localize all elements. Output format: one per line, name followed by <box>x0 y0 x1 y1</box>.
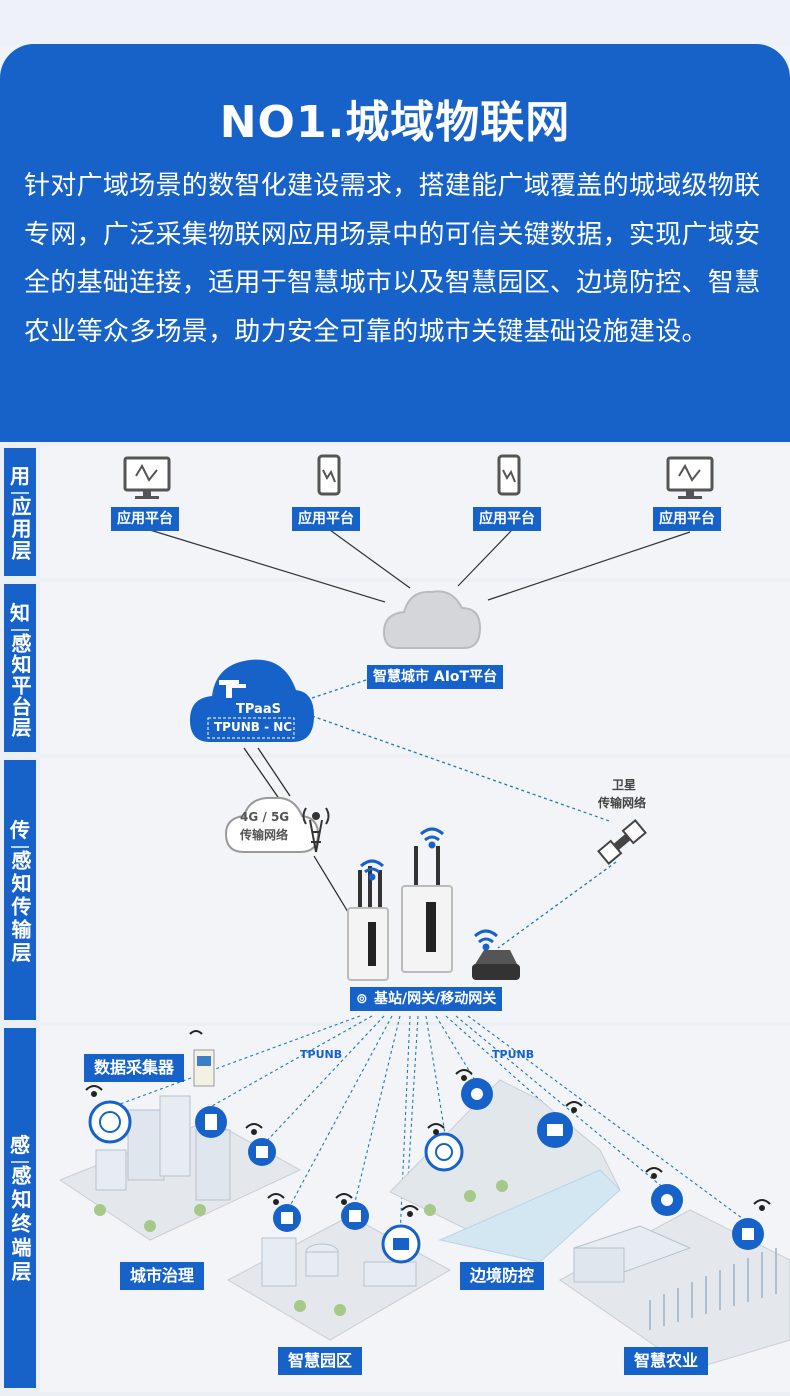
hero-title: NO1.城域物联网 <box>219 97 571 148</box>
layer-label-top: 知 <box>10 600 30 625</box>
layer-label-text: 感知终端层 <box>8 1165 32 1285</box>
layer-label-terminal: 感 感知终端层 <box>4 1028 36 1388</box>
layer-label-text: 感知传输层 <box>8 849 32 965</box>
scene-tag-park: 智慧园区 <box>278 1347 363 1375</box>
layer-label-top: 传 <box>10 817 30 842</box>
layer-label-text: 应用层 <box>8 496 32 562</box>
hero-panel <box>0 44 790 442</box>
satellite-label-1: 卫星 <box>612 778 637 792</box>
layer-label-platform: 知 感知平台层 <box>4 584 36 752</box>
tpaas-name: TPaaS <box>236 702 281 717</box>
aiot-platform-tag: 智慧城市 AIoT平台 <box>367 665 504 689</box>
scene-tag-border: 边境防控 <box>460 1262 545 1290</box>
tpunb-label-right: TPUNB <box>492 1048 535 1061</box>
app-platform-tag: 应用平台 <box>473 507 541 531</box>
layer-label-text: 感知平台层 <box>8 632 32 738</box>
app-platform-tag: 应用平台 <box>111 507 179 531</box>
scene-tag-city: 城市治理 <box>120 1262 205 1290</box>
layer-label-application: 用 应用层 <box>4 448 36 576</box>
app-platform-tag: 应用平台 <box>653 507 721 531</box>
cellular-label-2: 传输网络 <box>240 828 289 842</box>
hero-description: 针对广域场景的数智化建设需求，搭建能广域覆盖的城域级物联专网，广泛采集物联网应用… <box>24 171 761 347</box>
collector-tag: 数据采集器 <box>84 1054 185 1082</box>
layer-label-top: 用 <box>10 464 30 488</box>
layer-label-top: 感 <box>10 1133 30 1157</box>
gateway-tag-label: 基站/网关/移动网关 <box>374 991 497 1007</box>
app-platform-tag: 应用平台 <box>292 507 360 531</box>
tpaas-subtitle: TPUNB - NC <box>214 720 293 734</box>
cellular-label-1: 4G / 5G <box>240 810 290 824</box>
tpunb-label-left: TPUNB <box>300 1048 343 1061</box>
scene-tag-agriculture: 智慧农业 <box>624 1347 709 1375</box>
transport-layer-band <box>40 758 790 1022</box>
top-strip <box>0 0 790 46</box>
layer-label-transport: 传 感知传输层 <box>4 760 36 1020</box>
satellite-label-2: 传输网络 <box>598 796 647 810</box>
gateway-tag: ⊚ 基站/网关/移动网关 <box>350 987 503 1011</box>
antenna-icon: ⊚ <box>356 991 368 1007</box>
